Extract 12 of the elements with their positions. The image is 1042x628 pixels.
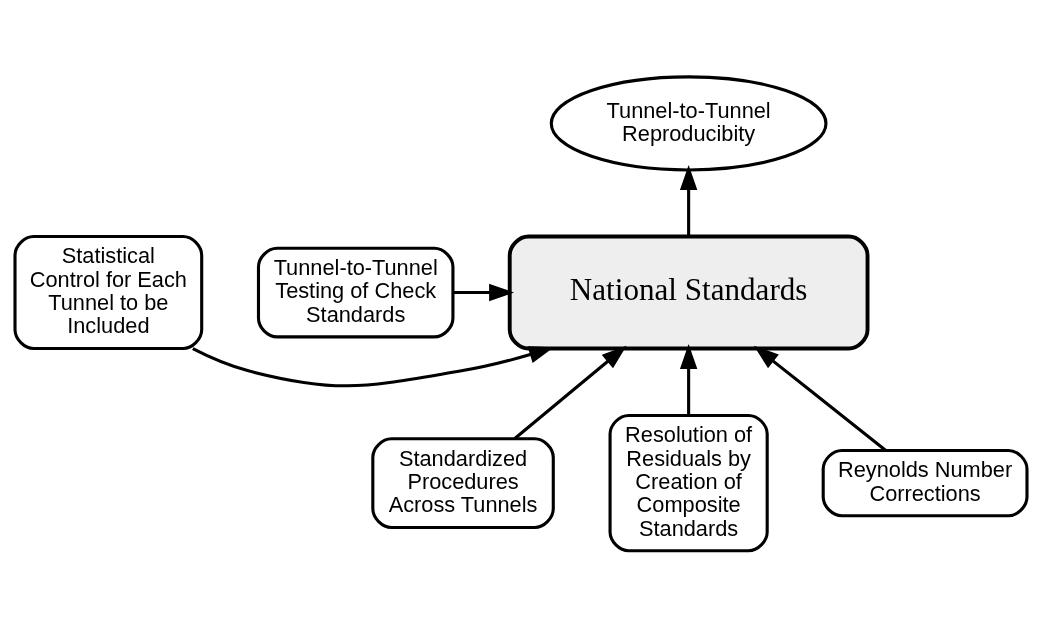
arrow bbox=[513, 345, 627, 440]
node-box: Reynolds Number Corrections bbox=[821, 448, 1029, 518]
node-box: National Standards bbox=[507, 234, 870, 351]
node-box: Standardized Procedures Across Tunnels bbox=[371, 437, 555, 529]
arrow bbox=[679, 344, 698, 415]
arrow bbox=[753, 345, 887, 452]
node-ellipse: Tunnel-to-Tunnel Reproducibity bbox=[549, 75, 828, 172]
arrow bbox=[679, 165, 698, 237]
node-box: Statistical Control for Each Tunnel to be Included bbox=[13, 234, 204, 351]
arrow bbox=[453, 283, 515, 302]
node-box: Tunnel-to-Tunnel Testing of Check Standards bbox=[256, 246, 455, 339]
node-box: Resolution of Residuals by Creation of Composite Standards bbox=[608, 413, 769, 553]
